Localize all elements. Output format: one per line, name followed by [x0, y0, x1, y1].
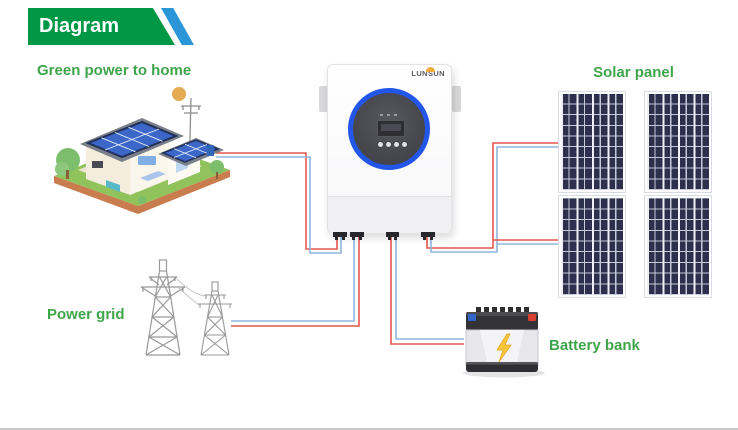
- home-label: Green power to home: [37, 62, 192, 79]
- solar-panel-label: Solar panel: [593, 64, 674, 81]
- home-illustration: [54, 87, 230, 214]
- inverter-terminal-section: [328, 196, 451, 233]
- lightning-bolt-icon: [496, 333, 512, 363]
- wire-grid-to-inverter: [231, 237, 360, 327]
- wire-solar-to-inverter: [426, 142, 561, 253]
- banner-title: Diagram: [39, 15, 120, 37]
- inverter-device: LUNSUN: [327, 64, 452, 234]
- solar-panel: [645, 196, 711, 297]
- inverter-mount-tab-left: [319, 86, 328, 112]
- power-grid-label: Power grid: [47, 306, 125, 323]
- power-grid-towers: [140, 259, 232, 356]
- inverter-port-battery: [386, 232, 399, 240]
- tree-icon: [55, 148, 224, 204]
- battery-icon: [463, 307, 545, 378]
- solar-panel: [645, 92, 711, 192]
- transmission-tower-small-icon: [198, 281, 232, 356]
- inverter-display: [348, 88, 430, 170]
- control-buttons: [378, 142, 407, 147]
- sun-icon: [172, 87, 186, 101]
- wallbox-icon: [207, 145, 214, 156]
- solar-panel: [559, 92, 625, 192]
- battery-terminal-positive: [528, 314, 536, 321]
- display-indicator-icons: [380, 114, 397, 116]
- battery-bank-label: Battery bank: [549, 337, 640, 354]
- wire-battery-to-inverter: [390, 237, 464, 345]
- inverter-mount-tab-right: [452, 86, 461, 112]
- solar-panel: [559, 196, 625, 297]
- house-icon: [78, 118, 224, 195]
- lcd-screen: [377, 120, 405, 137]
- battery-terminal-negative: [468, 314, 476, 321]
- transmission-tower-icon: [140, 259, 186, 356]
- wire-home-to-inverter: [216, 152, 342, 254]
- roof-solar-array-right: [158, 138, 224, 166]
- inverter-port-home: [333, 232, 347, 240]
- power-line-wires: [176, 278, 205, 306]
- inverter-port-solar: [421, 232, 435, 240]
- inverter-brand-logo: LUNSUN: [411, 67, 445, 78]
- diagram-banner: Diagram: [28, 8, 175, 45]
- inverter-port-grid: [350, 232, 364, 240]
- roof-solar-array-left: [80, 118, 184, 162]
- battery-caps: [476, 307, 529, 312]
